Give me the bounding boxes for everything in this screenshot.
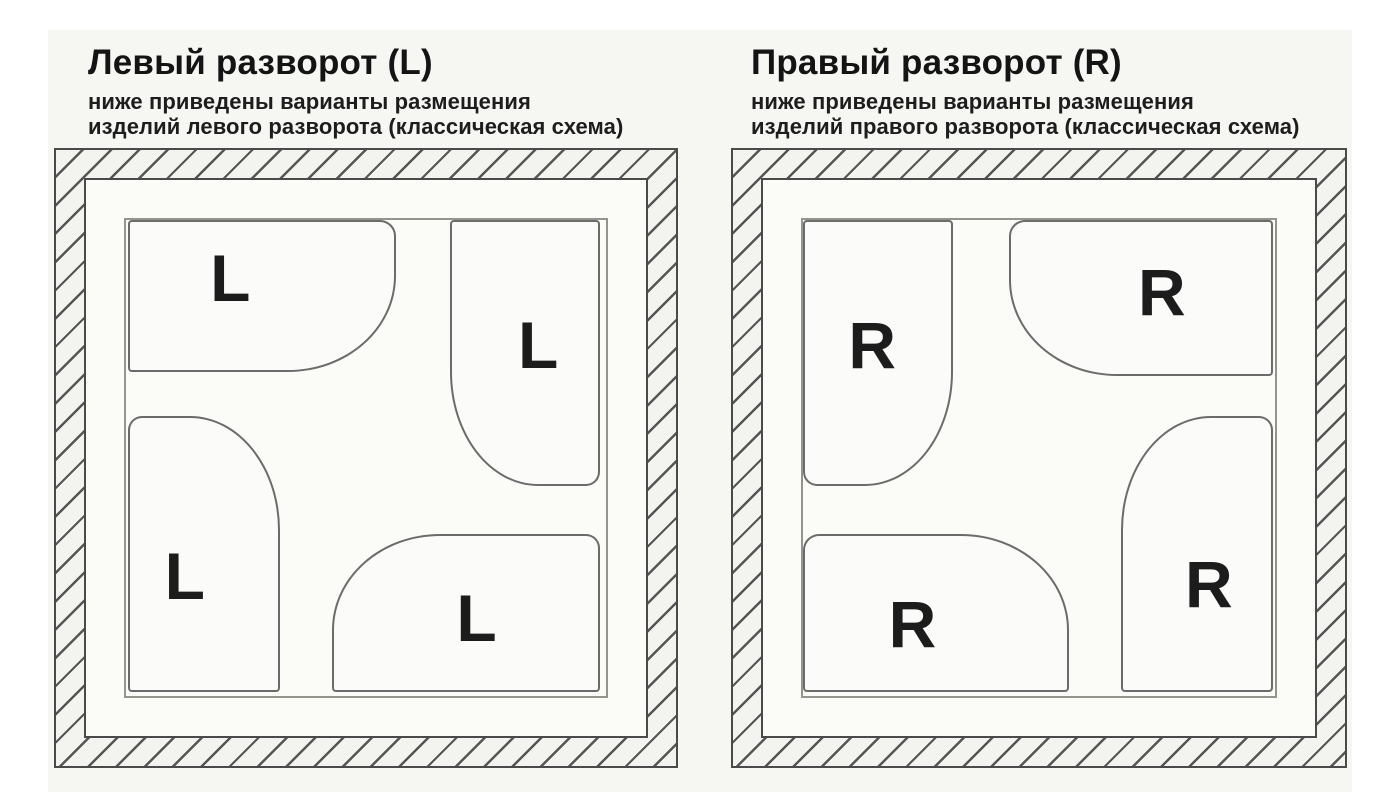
- room-right-interior: R R R R: [761, 178, 1317, 738]
- room-right-interior-border: R R R R: [801, 218, 1277, 698]
- panel-left-title: Левый разворот (L): [88, 43, 433, 82]
- room-left-interior: L L L L: [84, 178, 648, 738]
- tray-label: L: [517, 308, 559, 383]
- panel-left-subtitle-line2: изделий левого разворота (классическая с…: [88, 114, 624, 139]
- tray-left-top-right: L: [450, 220, 600, 486]
- tray-right-top-right: R: [1009, 220, 1273, 376]
- tray-label: L: [164, 538, 205, 613]
- tray-left-bottom-right: L: [332, 534, 600, 692]
- room-diagram-right-hatched-wall: R R R R: [731, 148, 1347, 768]
- tray-label: R: [1137, 254, 1186, 329]
- room-diagram-left-hatched-wall: L L L L: [54, 148, 678, 768]
- panel-left-subtitle-line1: ниже приведены варианты размещения: [88, 89, 531, 114]
- tray-right-bottom-right: R: [1121, 416, 1273, 692]
- tray-label: R: [888, 586, 937, 661]
- tray-left-bottom-left: L: [128, 416, 280, 692]
- tray-right-top-left: R: [803, 220, 953, 486]
- tray-label: R: [1184, 546, 1233, 621]
- panel-right-subtitle-line1: ниже приведены варианты размещения: [751, 89, 1194, 114]
- room-left-interior-border: L L L L: [124, 218, 608, 698]
- tray-label: R: [848, 308, 896, 383]
- tray-label: L: [210, 241, 251, 316]
- panel-right-title: Правый разворот (R): [751, 43, 1122, 82]
- tray-label: L: [456, 580, 497, 655]
- panel-right-subtitle-line2: изделий правого разворота (классическая …: [751, 114, 1300, 139]
- tray-left-top-left: L: [128, 220, 396, 372]
- tray-right-bottom-left: R: [803, 534, 1069, 692]
